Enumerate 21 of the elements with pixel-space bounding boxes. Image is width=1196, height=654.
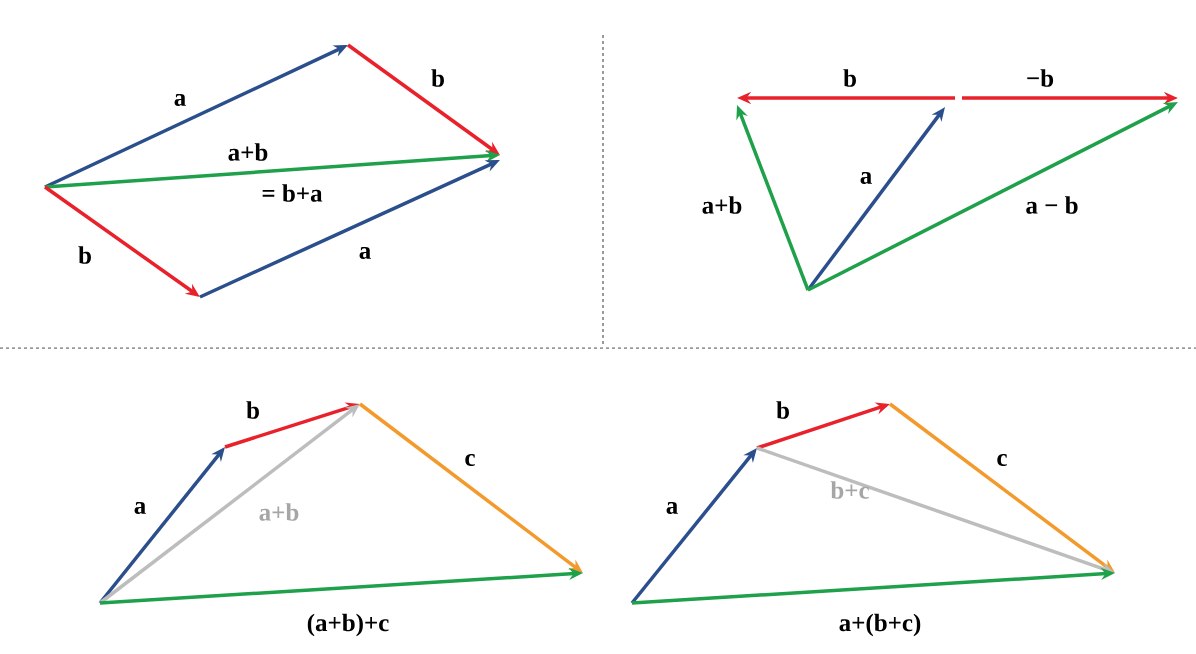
- vector-label: b+c: [830, 481, 869, 499]
- vector-label: b: [246, 401, 259, 419]
- vector-label: c: [997, 454, 1007, 466]
- vector-label: c: [465, 454, 475, 466]
- vector-label: = b+a: [262, 184, 323, 202]
- vector-label: b: [776, 401, 789, 419]
- vector-label: a: [860, 172, 872, 184]
- vector-label: −b: [1027, 69, 1054, 87]
- vector-label: (a+b)+c: [307, 613, 389, 637]
- vector-label: a+b: [259, 503, 299, 521]
- vector-label: a: [134, 502, 146, 514]
- vector-label: b: [843, 69, 856, 87]
- vector-label: a+b: [702, 196, 742, 214]
- vector-label: a − b: [1026, 196, 1078, 214]
- vector-label: a: [359, 247, 371, 259]
- vector-label: a: [666, 502, 678, 514]
- vector-label: b: [431, 69, 444, 87]
- vector-label: a+(b+c): [839, 613, 921, 637]
- vector-label: b: [78, 246, 91, 264]
- vector-label: a: [174, 94, 186, 106]
- vector-label: a+b: [228, 143, 268, 161]
